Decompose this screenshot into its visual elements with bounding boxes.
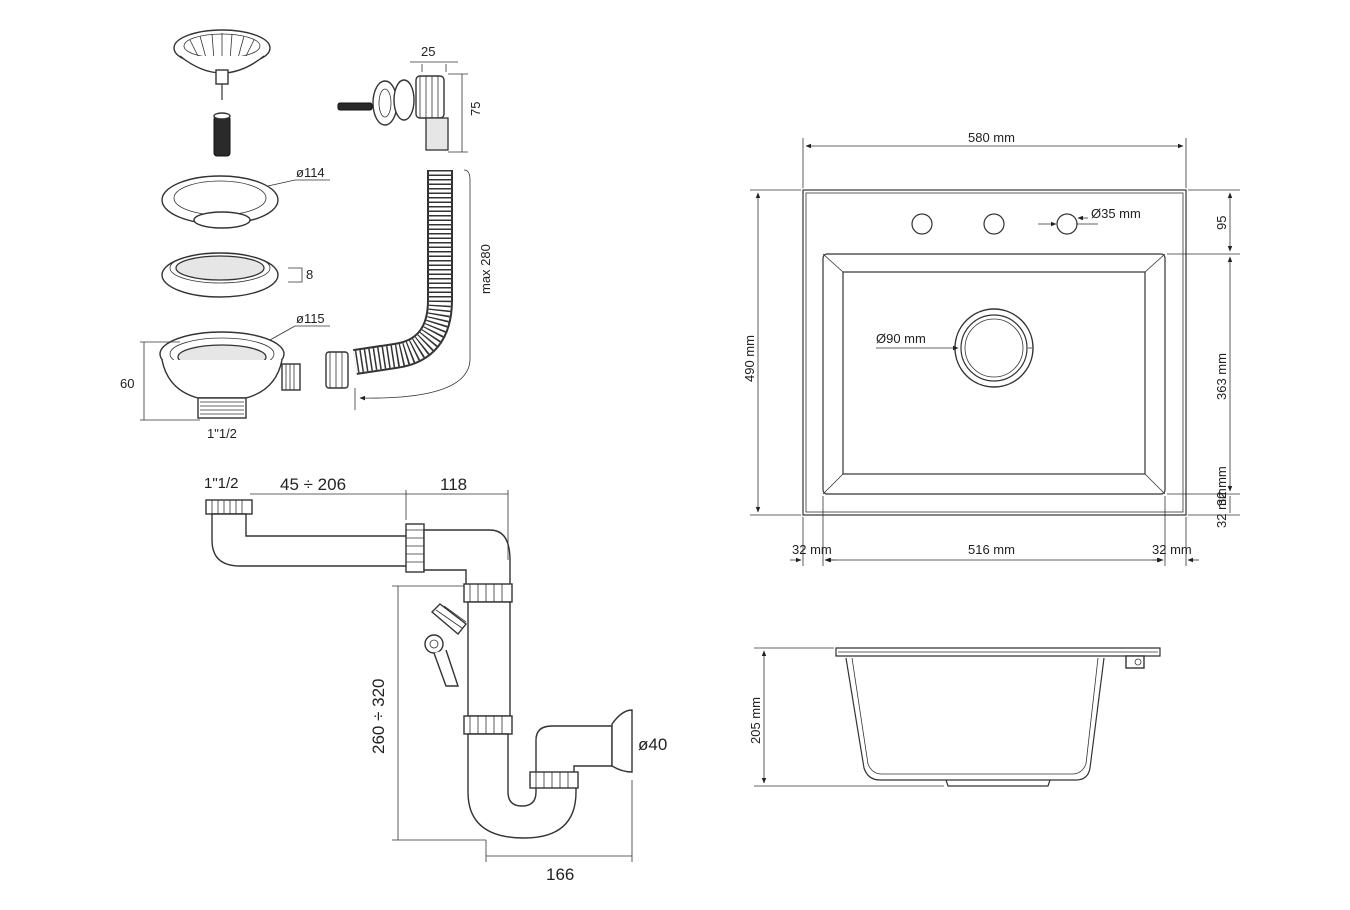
siphon-offset-label: 118 bbox=[440, 475, 467, 494]
sink-height-label: 205 mm bbox=[748, 697, 763, 744]
sink-depth-label: 490 mm bbox=[742, 335, 757, 382]
strainer-flange: ø114 bbox=[161, 165, 330, 229]
siphon-thread-label: 1"1/2 bbox=[204, 475, 239, 492]
flange-diameter-label: ø114 bbox=[296, 165, 325, 180]
sink-width-label: 580 mm bbox=[968, 130, 1015, 145]
overflow-width-label: 25 bbox=[421, 44, 435, 59]
tap-hole-2 bbox=[983, 213, 1005, 235]
sink-top-dimensions: 580 mm 490 mm Ø35 mm Ø90 mm 95 363 mm 32… bbox=[742, 130, 1240, 566]
strainer-body: ø115 60 1"1/2 bbox=[120, 311, 330, 441]
body-thread-label: 1"1/2 bbox=[207, 426, 237, 441]
top-margin-label: 95 bbox=[1214, 216, 1229, 230]
tap-hole-3 bbox=[1056, 213, 1078, 235]
siphon-adjust-label: 45 ÷ 206 bbox=[280, 475, 346, 494]
siphon-outlet-label: ø40 bbox=[638, 735, 667, 754]
siphon-dimensions: 1"1/2 45 ÷ 206 118 260 ÷ 320 ø40 166 bbox=[204, 475, 667, 884]
right-rim-label: 32 mm bbox=[1152, 542, 1192, 557]
overflow-assembly: 25 75 bbox=[337, 44, 483, 153]
strainer-bolt bbox=[213, 112, 231, 157]
strainer-basket bbox=[173, 29, 271, 100]
tap-hole-1 bbox=[911, 213, 933, 235]
bowl-length-label: 363 mm bbox=[1214, 353, 1229, 400]
sink-side-dimensions: 205 mm bbox=[748, 647, 944, 787]
bottom-rim-label-upper: 32 mm bbox=[1214, 466, 1229, 506]
body-height-label: 60 bbox=[120, 376, 134, 391]
body-diameter-label: ø115 bbox=[296, 311, 325, 326]
gasket-height-label: 8 bbox=[306, 267, 313, 282]
bottom-rim-label: 32 mm bbox=[1214, 488, 1229, 528]
sink-side-view bbox=[835, 647, 1161, 787]
overflow-height-label: 75 bbox=[468, 102, 483, 116]
siphon-trap bbox=[205, 499, 633, 839]
siphon-depth-label: 166 bbox=[546, 865, 574, 884]
drain-hole bbox=[954, 308, 1034, 388]
siphon-height-label: 260 ÷ 320 bbox=[369, 678, 388, 754]
left-rim-label: 32 mm bbox=[792, 542, 832, 557]
sink-top-view bbox=[802, 189, 1187, 516]
strainer-gasket: 8 bbox=[161, 252, 313, 298]
drain-hole-label: Ø90 mm bbox=[876, 331, 926, 346]
tap-hole-label: Ø35 mm bbox=[1091, 206, 1141, 221]
overflow-hose: max 280 bbox=[325, 169, 493, 410]
bowl-width-label: 516 mm bbox=[968, 542, 1015, 557]
hose-length-label: max 280 bbox=[478, 244, 493, 294]
